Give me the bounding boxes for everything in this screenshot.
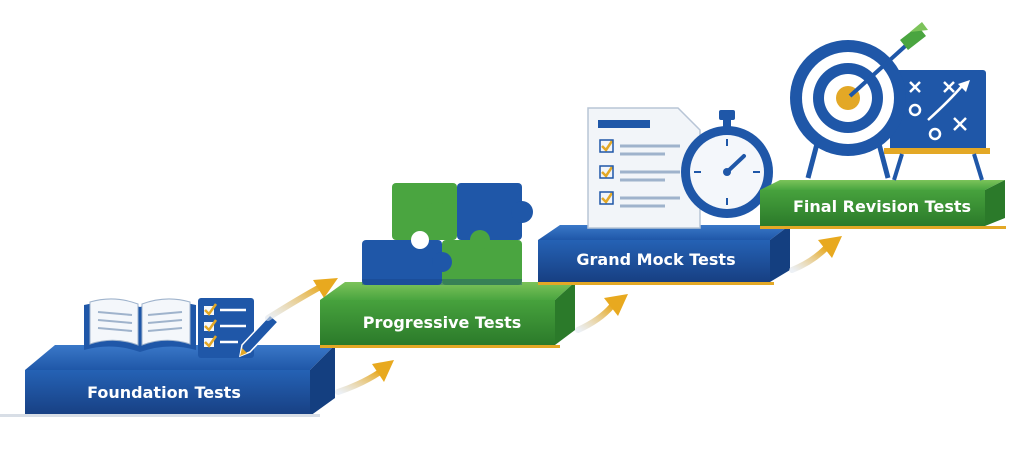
step-final-revision: Final Revision Tests [760, 180, 1006, 229]
step-label: Foundation Tests [87, 383, 241, 402]
step-foundation: Foundation Tests [0, 345, 335, 417]
step-grand-mock: Grand Mock Tests [538, 225, 790, 285]
progress-arrow-2 [575, 294, 628, 333]
step-top-face [760, 180, 1005, 190]
document-stopwatch-icon [587, 107, 773, 229]
step-top-face [25, 345, 335, 370]
step-gold-trim [538, 282, 774, 285]
step-gold-trim [760, 226, 1006, 229]
step-gold-trim [320, 345, 560, 348]
step-side-face [770, 225, 790, 282]
progress-arrow-1b [335, 360, 394, 395]
step-front-face [25, 370, 310, 416]
open-book-checklist-pencil-icon [84, 298, 280, 358]
step-label: Grand Mock Tests [576, 250, 735, 269]
step-side-face [985, 180, 1005, 226]
step-front-face [538, 240, 770, 282]
step-front-face [320, 300, 555, 345]
step-progressive: Progressive Tests [320, 282, 575, 348]
step-side-face [310, 345, 335, 416]
step-label: Final Revision Tests [793, 197, 971, 216]
progress-arrow-3 [789, 236, 842, 273]
step-front-face [760, 190, 985, 226]
step-top-face [320, 282, 575, 300]
target-strategy-board-icon [790, 22, 990, 181]
puzzle-pieces-icon [362, 183, 533, 285]
step-side-face [555, 282, 575, 345]
step-label: Progressive Tests [363, 313, 522, 332]
step-shadow [0, 414, 320, 417]
progress-arrow-1 [265, 278, 338, 321]
